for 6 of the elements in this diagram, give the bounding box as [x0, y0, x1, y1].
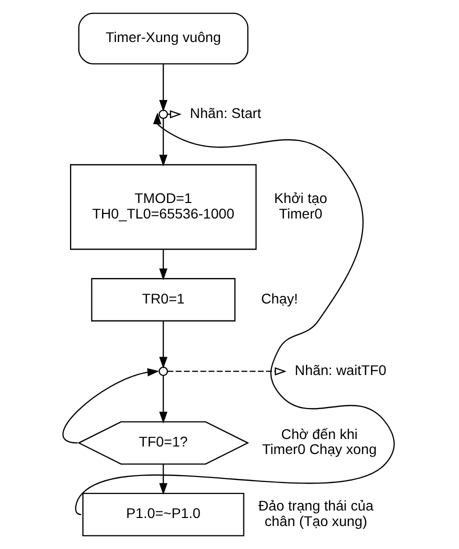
node-label: Chờ đến khi Timer0 Chạy xong [262, 426, 377, 458]
node-label: Đảo trạng thái của chân (Tạo xung) [258, 498, 374, 529]
node-text: Nhãn: Start [190, 104, 262, 121]
node-text: Nhãn: waitTF0 [294, 362, 386, 378]
node-label: Khởi tạo Timer0 [274, 190, 328, 222]
node-label: Chạy! [261, 290, 298, 306]
